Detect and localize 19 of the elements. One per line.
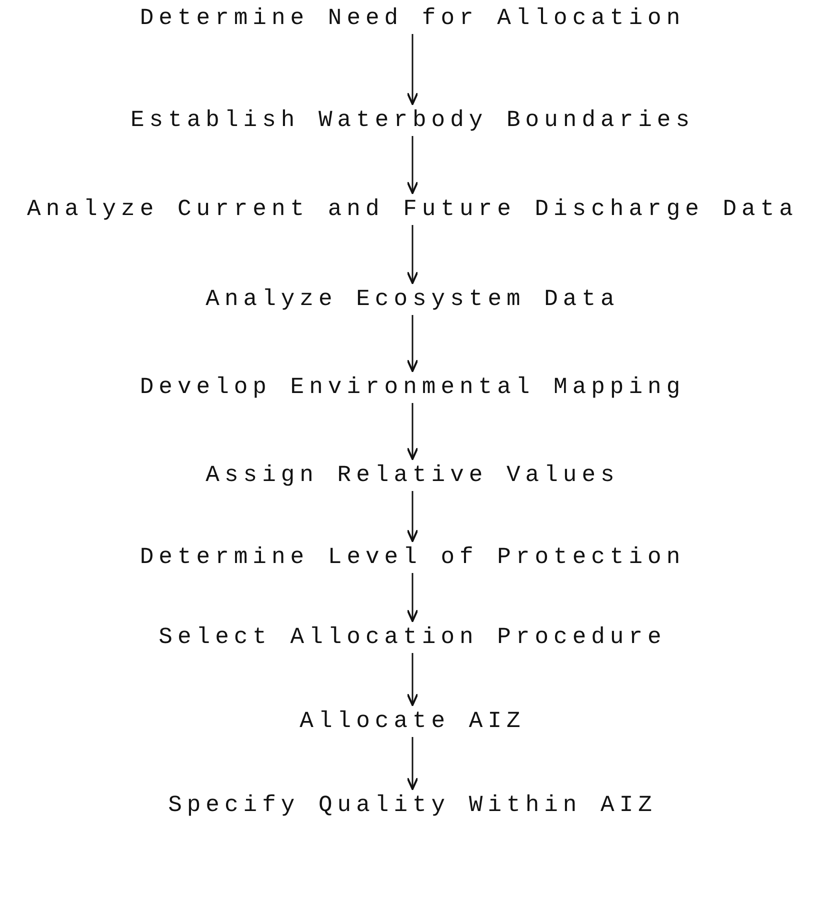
step-text: Analyze Ecosystem Data: [206, 285, 620, 313]
step-text: Determine Need for Allocation: [140, 4, 686, 32]
step-text: Allocate AIZ: [300, 707, 526, 735]
arrow: [406, 737, 418, 790]
step-text: Establish Waterbody Boundaries: [130, 106, 695, 134]
arrow: [406, 225, 418, 284]
step-text: Select Allocation Procedure: [158, 623, 666, 651]
arrow: [406, 315, 418, 372]
arrow: [406, 34, 418, 105]
step-text: Analyze Current and Future Discharge Data: [27, 195, 798, 223]
step-text: Determine Level of Protection: [140, 543, 686, 571]
arrow: [406, 653, 418, 706]
step-text: Assign Relative Values: [206, 461, 620, 489]
arrow: [406, 136, 418, 194]
step-text: Specify Quality Within AIZ: [168, 791, 657, 819]
arrow: [406, 491, 418, 542]
arrow: [406, 403, 418, 460]
arrow: [406, 573, 418, 622]
step-text: Develop Environmental Mapping: [140, 373, 686, 401]
